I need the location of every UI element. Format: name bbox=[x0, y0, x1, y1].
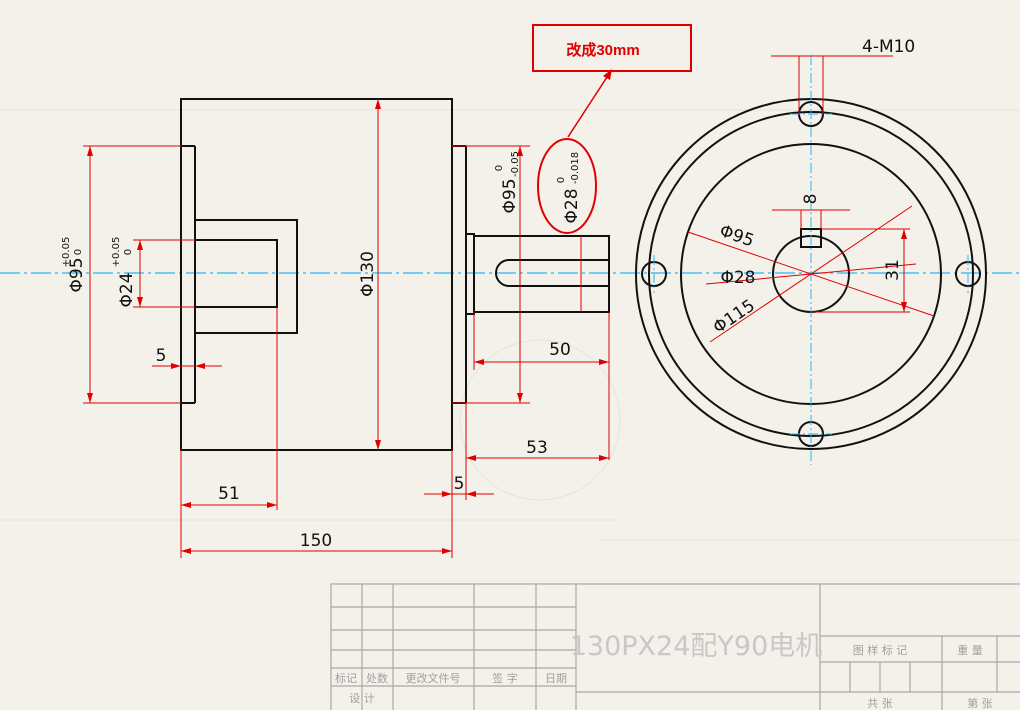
tb-weight: 重 量 bbox=[957, 643, 983, 657]
tb-label-signature: 签 字 bbox=[492, 671, 518, 685]
keyway bbox=[495, 259, 609, 287]
note-box bbox=[532, 24, 692, 72]
tb-label-mark: 标记 bbox=[335, 671, 357, 685]
note-leader bbox=[567, 73, 610, 138]
dim-len-50: 50 bbox=[549, 340, 571, 360]
tb-drawing-mark: 图 样 标 记 bbox=[853, 643, 908, 657]
note-arrowhead bbox=[603, 69, 612, 80]
dim-d95-right: Φ95 bbox=[500, 178, 520, 213]
side-dim-arrows bbox=[87, 99, 609, 554]
front-dim-arrows bbox=[901, 229, 907, 312]
dim-d24-tol-lower: 0 bbox=[123, 249, 134, 255]
title-block-grid bbox=[330, 583, 1020, 710]
dim-d95-left: Φ95 bbox=[67, 257, 87, 292]
tb-label-date: 日期 bbox=[545, 672, 567, 685]
title-block-title: 130PX24配Y90电机 bbox=[570, 631, 823, 662]
tb-label-count: 处数 bbox=[366, 672, 388, 685]
dim-thread-4m10: 4-M10 bbox=[862, 37, 915, 57]
tb-label-change-doc: 更改文件号 bbox=[406, 671, 461, 685]
bore-inner bbox=[195, 239, 278, 308]
bore-outer bbox=[195, 219, 298, 334]
dim-circle-115: Φ115 bbox=[710, 296, 759, 338]
dim-d24: Φ24 bbox=[117, 272, 137, 307]
shaft-collar bbox=[465, 233, 475, 315]
background-traces bbox=[0, 109, 1020, 541]
dim-d95-left-tol-upper: +0.05 bbox=[61, 237, 72, 268]
side-dim-lines bbox=[83, 99, 610, 558]
note-text: 改成30mm bbox=[566, 41, 639, 59]
dim-d28-shaft-tol-lower: -0.018 bbox=[570, 152, 581, 184]
dim-d95-left-tol-lower: 0 bbox=[73, 249, 84, 255]
front-dim-lines bbox=[687, 55, 935, 343]
dim-len-150: 150 bbox=[300, 531, 332, 551]
housing-body bbox=[180, 98, 453, 451]
dim-d24-tol-upper: +0.05 bbox=[111, 237, 122, 268]
dim-d28-shaft-tol-upper: 0 bbox=[556, 177, 567, 183]
dim-d130: Φ130 bbox=[358, 251, 378, 297]
dim-circle-95: Φ95 bbox=[717, 221, 757, 251]
dim-len-5-bottom: 5 bbox=[454, 474, 465, 494]
dim-height-31: 31 bbox=[883, 259, 903, 281]
dim-key-8: 8 bbox=[801, 194, 821, 205]
key-slot bbox=[800, 228, 822, 248]
dim-d95-right-tol-lower: -0.05 bbox=[510, 151, 521, 177]
tb-sheet-no: 第 张 bbox=[967, 696, 993, 710]
dim-d28-shaft: Φ28 bbox=[562, 188, 582, 223]
dim-len-53: 53 bbox=[526, 438, 548, 458]
note-highlight-ellipse bbox=[537, 138, 597, 234]
tb-design: 设 计 bbox=[349, 692, 375, 705]
shaft bbox=[474, 235, 610, 313]
side-view bbox=[180, 98, 610, 451]
dim-circle-28: Φ28 bbox=[720, 268, 755, 288]
dim-d95-right-tol-upper: 0 bbox=[494, 165, 505, 171]
tb-sheets-total: 共 张 bbox=[867, 697, 893, 710]
dim-len-5-left: 5 bbox=[156, 346, 167, 366]
dim-len-51: 51 bbox=[218, 484, 240, 504]
front-center-lines bbox=[653, 55, 969, 465]
